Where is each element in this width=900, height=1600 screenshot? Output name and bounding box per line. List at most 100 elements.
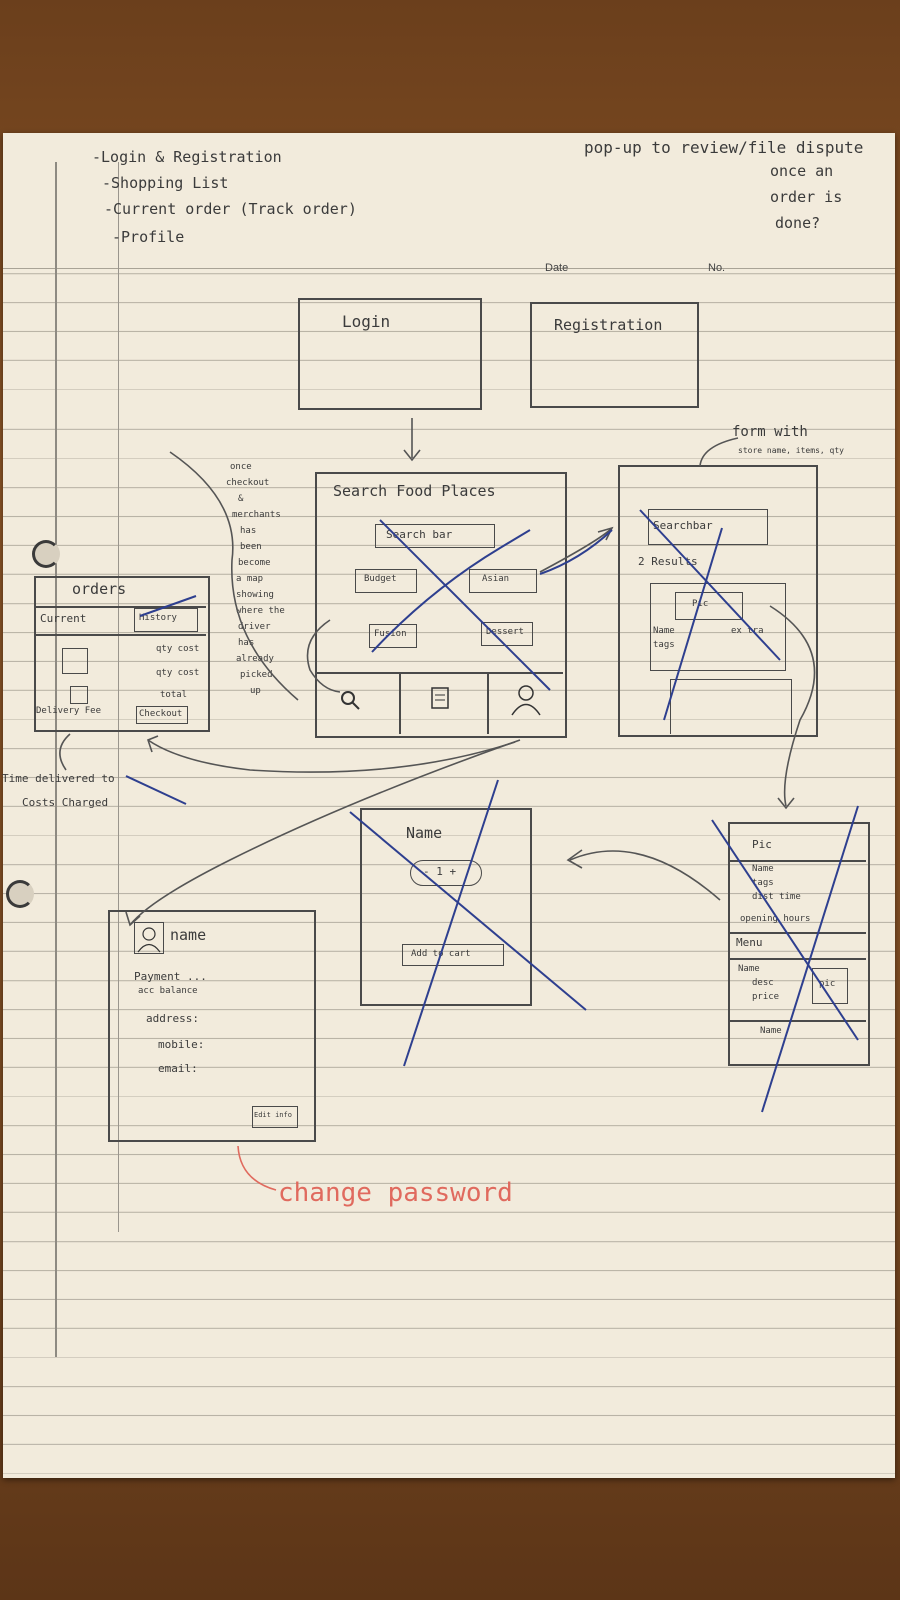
inner-margin-line <box>118 162 119 1232</box>
chip-dessert[interactable]: Dessert <box>481 622 533 646</box>
stepper-label: - 1 + <box>423 865 457 878</box>
profile-icon[interactable] <box>509 682 543 716</box>
item-name: Name <box>406 824 443 842</box>
page-header-area <box>3 133 895 269</box>
delivery-note: Costs Charged <box>22 796 109 809</box>
result-card[interactable]: Pic Name tags ex tra <box>650 583 786 671</box>
restaurant-dist: dist time <box>752 892 801 902</box>
search-screen: Search Food Places Search bar Budget Asi… <box>315 472 567 738</box>
result-tags: tags <box>653 640 675 650</box>
restaurant-hours: opening hours <box>740 914 811 924</box>
note-word: where the <box>236 606 285 616</box>
order-row: qty cost <box>156 644 200 654</box>
popup-note: once an <box>770 162 834 180</box>
nav-divider <box>487 672 489 734</box>
restaurant-screen: Pic Name tags dist time opening hours Me… <box>728 822 870 1066</box>
tab-history[interactable]: History <box>134 608 198 632</box>
order-item-thumb <box>70 686 88 704</box>
popup-note: done? <box>775 214 821 232</box>
nav-divider <box>399 672 401 734</box>
add-to-cart-label: Add to cart <box>411 949 471 959</box>
list-icon[interactable] <box>429 686 453 712</box>
chip-label: Budget <box>364 574 397 584</box>
result-pic-label: Pic <box>692 599 709 609</box>
result-extra: ex tra <box>731 626 764 636</box>
menu-label: Menu <box>736 936 763 949</box>
search-icon[interactable] <box>339 689 361 711</box>
menu-item-pic-label: pic <box>819 979 836 989</box>
add-to-cart-button[interactable]: Add to cart <box>402 944 504 966</box>
divider <box>730 860 866 862</box>
chip-fusion[interactable]: Fusion <box>369 624 417 648</box>
profile-balance: acc balance <box>138 986 198 996</box>
edit-info-label: Edit info <box>254 1111 292 1119</box>
orders-divider <box>36 634 206 636</box>
results-count: 2 Results <box>638 555 698 568</box>
tab-current[interactable]: Current <box>40 612 87 625</box>
avatar-icon <box>137 927 161 953</box>
divider <box>730 932 866 934</box>
edit-info-button[interactable]: Edit info <box>252 1106 298 1128</box>
tab-history-label: History <box>139 613 177 623</box>
popup-note: order is <box>770 188 843 206</box>
binder-hole <box>32 540 60 568</box>
orders-divider <box>36 606 206 608</box>
restaurant-pic: Pic <box>752 838 772 851</box>
avatar <box>134 922 164 954</box>
form-note-detail: store name, items, qty <box>738 446 844 455</box>
quantity-stepper[interactable]: - 1 + <box>410 860 482 886</box>
margin-line <box>55 162 57 1357</box>
note-word: has <box>238 638 255 648</box>
note-word: has <box>240 526 257 536</box>
chip-budget[interactable]: Budget <box>355 569 417 593</box>
order-item-thumb <box>62 648 88 674</box>
results-searchbar-label: Searchbar <box>653 519 713 532</box>
note-word: up <box>250 686 261 696</box>
note-word: merchants <box>232 510 281 520</box>
note-word: checkout <box>226 478 270 488</box>
delivery-note: Time delivered to <box>2 772 115 785</box>
results-screen: Searchbar 2 Results Pic Name tags ex tra <box>618 465 818 737</box>
profile-email: email: <box>158 1062 198 1075</box>
search-bar[interactable]: Search bar <box>375 524 495 548</box>
change-password-note: change password <box>278 1178 513 1208</box>
note-word: picked <box>240 670 273 680</box>
note-word: become <box>238 558 271 568</box>
number-field-label: No. <box>708 262 726 274</box>
orders-title: orders <box>72 580 127 598</box>
result-card[interactable] <box>670 679 792 734</box>
profile-mobile: mobile: <box>158 1038 205 1051</box>
results-searchbar[interactable]: Searchbar <box>648 509 768 545</box>
checkout-button[interactable]: Checkout <box>136 706 188 724</box>
chip-label: Asian <box>482 574 510 584</box>
search-bar-label: Search bar <box>386 528 453 541</box>
note-word: once <box>230 462 252 472</box>
nav-divider <box>317 672 563 674</box>
note-line: -Shopping List <box>102 174 229 192</box>
registration-box[interactable]: Registration <box>530 302 699 408</box>
registration-title: Registration <box>554 316 663 334</box>
menu-item-pic: pic <box>812 968 848 1004</box>
profile-address: address: <box>146 1012 199 1025</box>
chip-label: Dessert <box>486 627 524 637</box>
chip-asian[interactable]: Asian <box>469 569 537 593</box>
profile-name: name <box>170 926 207 944</box>
note-word: & <box>238 494 244 504</box>
binder-hole <box>6 880 34 908</box>
note-line: -Profile <box>112 228 185 246</box>
profile-payment: Payment ... <box>134 970 207 983</box>
date-field-label: Date <box>545 262 569 274</box>
result-name: Name <box>653 626 675 636</box>
menu-item-price: price <box>752 992 780 1002</box>
popup-note: pop-up to review/file dispute <box>584 138 864 157</box>
delivery-fee: Delivery Fee <box>36 706 102 716</box>
login-title: Login <box>342 312 391 331</box>
order-row: qty cost <box>156 668 200 678</box>
divider <box>730 1020 866 1022</box>
login-box[interactable]: Login <box>298 298 482 410</box>
menu-item-name: Name <box>760 1026 782 1036</box>
restaurant-tags: tags <box>752 878 774 888</box>
menu-item-name: Name <box>738 964 760 974</box>
note-word: been <box>240 542 262 552</box>
profile-screen: name Payment ... acc balance address: mo… <box>108 910 316 1142</box>
